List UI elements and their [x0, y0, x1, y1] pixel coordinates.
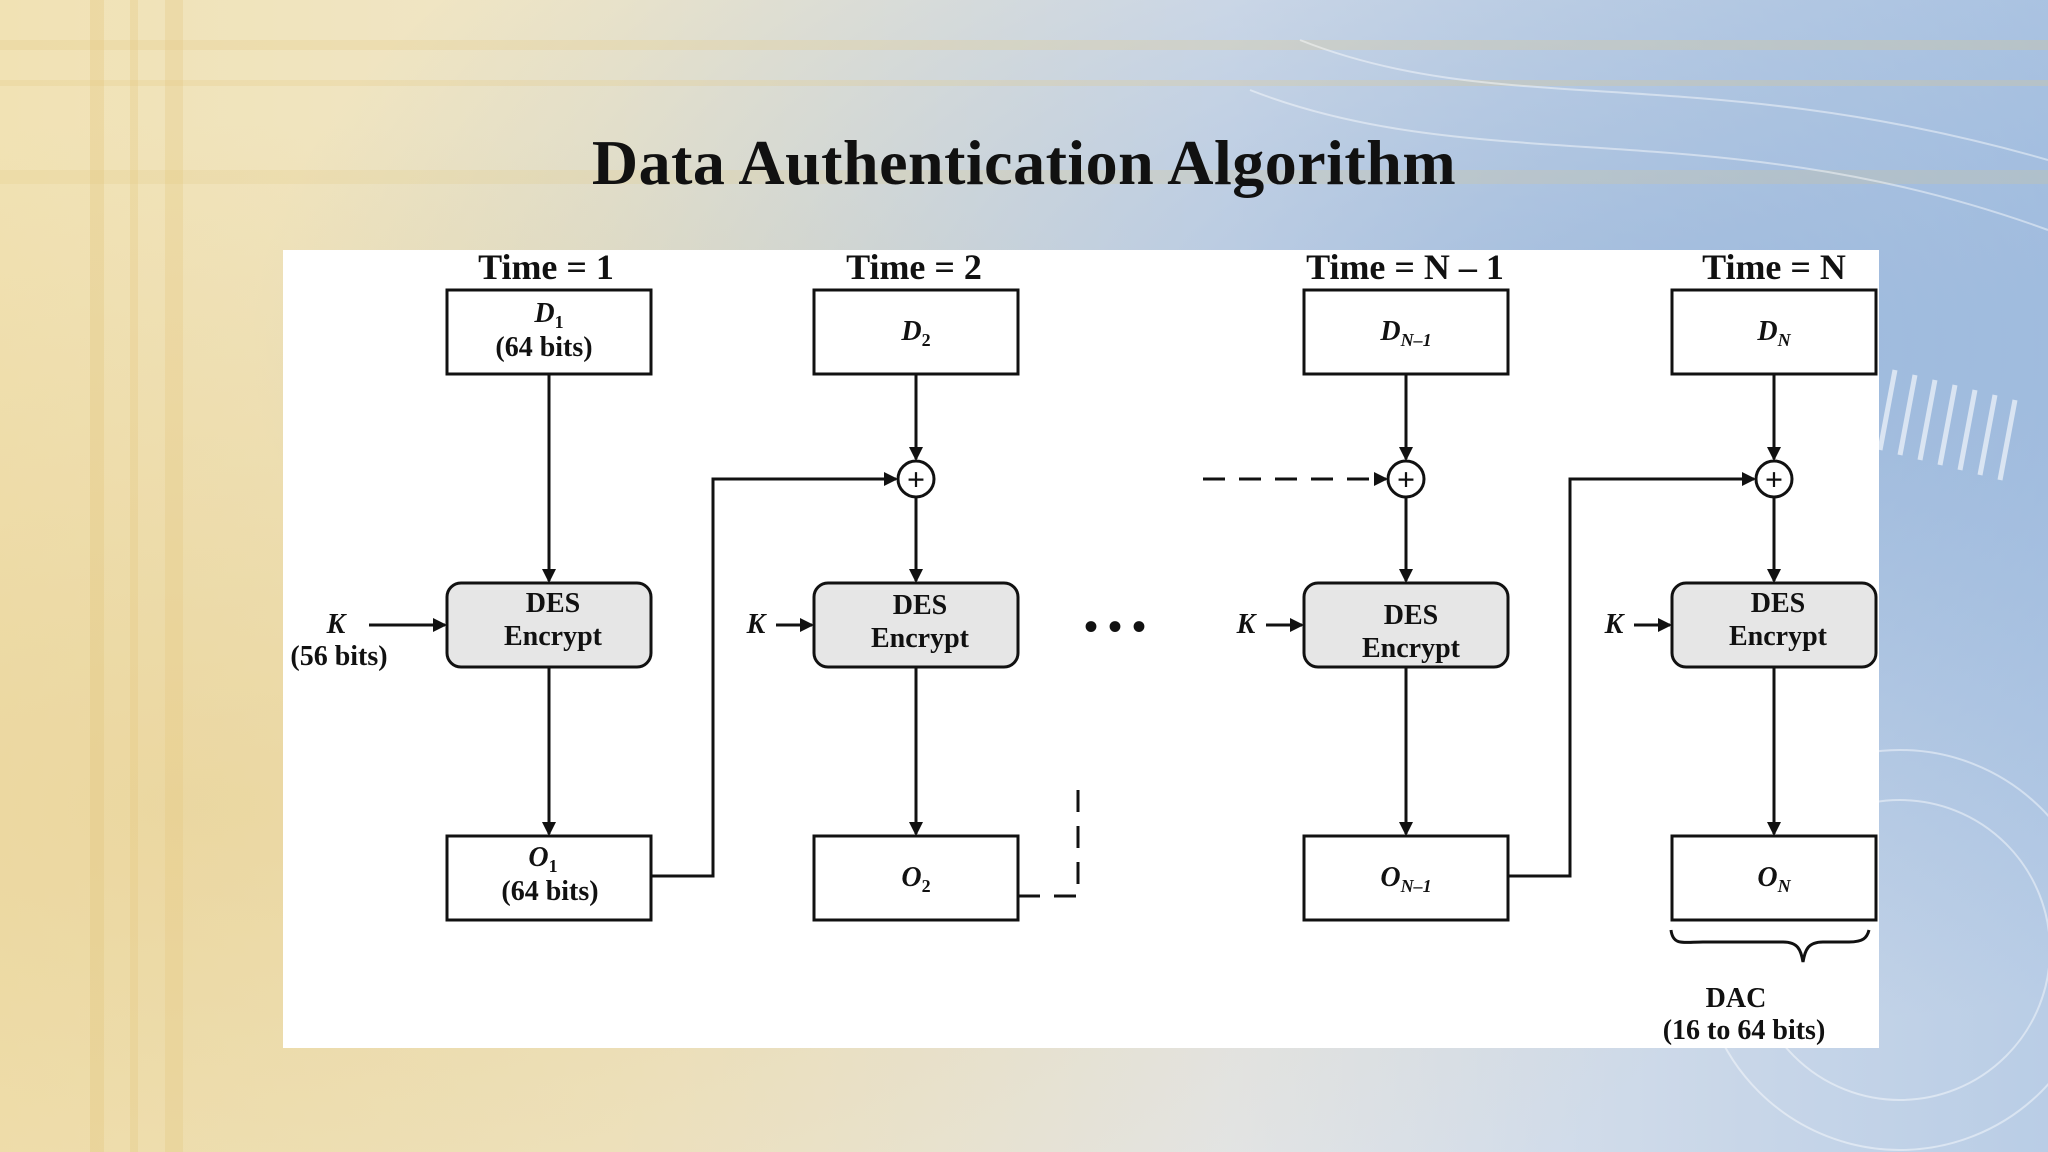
des-encrypt-block-1: DES Encrypt [445, 581, 653, 669]
output-block-2: O2 [812, 834, 1020, 922]
time-label-2: Time = 2 [846, 250, 982, 287]
des-encrypt-1-line1: DES [526, 588, 580, 619]
data-block-2-subscript: 2 [922, 330, 931, 350]
data-block-1: D1 (64 bits) [445, 288, 653, 376]
des-encrypt-1-line2: Encrypt [504, 621, 603, 652]
svg-text:DN: DN [1756, 316, 1791, 350]
data-block-2-label: D [900, 316, 921, 347]
output-block-1-subscript: 1 [549, 856, 558, 876]
des-encrypt-n-line1: DES [1751, 588, 1805, 619]
data-block-1-bits: (64 bits) [495, 332, 592, 363]
flow-arrows [369, 374, 1871, 963]
output-block-n-label: O [1757, 862, 1777, 893]
svg-text:DN–1: DN–1 [1379, 316, 1431, 350]
data-block-1-label: D [533, 298, 554, 329]
output-block-n-1-label: O [1380, 862, 1400, 893]
xor-n-1-symbol: + [1397, 461, 1415, 497]
xor-2-symbol: + [907, 461, 925, 497]
xor-n-1: + [1386, 459, 1426, 499]
time-label-n: Time = N [1702, 250, 1846, 287]
output-block-n-1-subscript: N–1 [1400, 876, 1432, 896]
svg-text:O2: O2 [901, 862, 930, 896]
data-block-2: D2 [812, 288, 1020, 376]
data-block-1-subscript: 1 [555, 312, 564, 332]
time-label-n-1: Time = N – 1 [1306, 250, 1504, 287]
key-bits: (56 bits) [290, 641, 387, 672]
output-block-n-subscript: N [1777, 876, 1792, 896]
data-block-n-1: DN–1 [1302, 288, 1510, 376]
des-encrypt-block-2: DES Encrypt [812, 581, 1020, 669]
des-encrypt-2-line2: Encrypt [871, 623, 970, 654]
key-label-n-1: K [1236, 609, 1258, 640]
output-block-n-1: ON–1 [1302, 834, 1510, 922]
des-encrypt-n-1-line1: DES [1384, 600, 1438, 631]
xor-n: + [1754, 459, 1794, 499]
svg-text:ON–1: ON–1 [1380, 862, 1431, 896]
svg-text:O1: O1 [528, 842, 557, 876]
des-encrypt-n-1-line2: Encrypt [1362, 633, 1461, 664]
des-encrypt-block-n: DES Encrypt [1670, 581, 1878, 669]
data-block-n-label: D [1756, 316, 1777, 347]
data-block-n-1-subscript: N–1 [1400, 330, 1432, 350]
slide-title: Data Authentication Algorithm [591, 127, 1457, 198]
dac-bits: (16 to 64 bits) [1663, 1015, 1826, 1046]
data-block-n-1-label: D [1379, 316, 1400, 347]
svg-text:D2: D2 [900, 316, 930, 350]
des-encrypt-2-line1: DES [893, 590, 947, 621]
xor-n-symbol: + [1765, 461, 1783, 497]
output-block-2-label: O [901, 862, 921, 893]
data-block-n-subscript: N [1777, 330, 1792, 350]
data-block-n: DN [1670, 288, 1878, 376]
dac-label: DAC [1706, 983, 1767, 1014]
output-block-1: O1 (64 bits) [445, 834, 653, 922]
output-block-1-bits: (64 bits) [501, 876, 598, 907]
key-label-1: K [326, 609, 348, 640]
output-block-n: ON [1670, 834, 1878, 922]
output-block-2-subscript: 2 [922, 876, 931, 896]
des-encrypt-n-line2: Encrypt [1729, 621, 1828, 652]
key-label-n: K [1604, 609, 1626, 640]
xor-2: + [896, 459, 936, 499]
time-label-1: Time = 1 [478, 250, 614, 287]
output-block-1-label: O [528, 842, 548, 873]
des-encrypt-block-n-1: DES Encrypt [1302, 581, 1510, 669]
key-label-2: K [746, 609, 768, 640]
dac-diagram: Time = 1 Time = 2 Time = N – 1 Time = N … [283, 250, 1879, 1048]
ellipsis-dots: • • • [1084, 604, 1146, 649]
svg-text:ON: ON [1757, 862, 1791, 896]
svg-text:D1: D1 [533, 298, 563, 332]
